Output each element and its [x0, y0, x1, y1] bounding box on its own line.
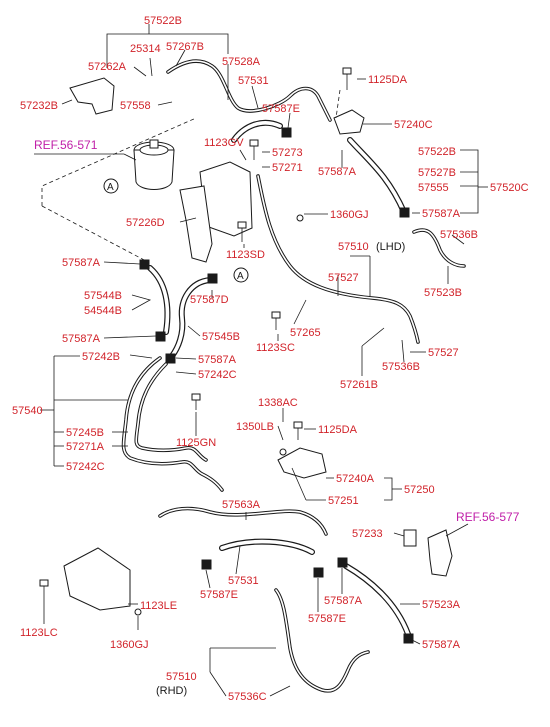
part-label-1350lb: 1350LB — [236, 421, 274, 433]
part-label-57587a-r1: 57587A — [318, 166, 357, 178]
part-label-57587a-l2: 57587A — [62, 333, 101, 345]
leader-lines — [40, 24, 488, 697]
part-label-57271a: 57271A — [66, 441, 105, 453]
part-label-57527-right: 57527 — [428, 347, 459, 359]
reference-56-577[interactable]: REF.56-577 — [456, 510, 520, 524]
clip-57233 — [403, 529, 417, 547]
part-label-57242c-a: 57242C — [198, 369, 237, 381]
part-label-57240c: 57240C — [394, 119, 433, 131]
part-label-1125gn: 1125GN — [176, 437, 216, 449]
part-label-57523b: 57523B — [424, 287, 462, 299]
pump-bracket-lower — [179, 185, 213, 263]
heat-shield — [63, 547, 131, 611]
part-label-57536b-mid: 57536B — [382, 361, 420, 373]
part-label-57544b: 57544B — [84, 290, 122, 302]
part-label-57555: 57555 — [418, 182, 449, 194]
variant-tag-lhd: (LHD) — [376, 241, 405, 253]
part-label-1123gv: 1123GV — [204, 137, 244, 149]
part-label-57267b: 57267B — [166, 41, 204, 53]
part-label-57587d: 57587D — [190, 294, 229, 306]
part-label-1125da-mid: 1125DA — [318, 424, 358, 436]
part-label-57510-rhd: 57510 — [166, 671, 197, 683]
part-label-57540: 57540 — [12, 405, 43, 417]
clamp-57587e-top — [281, 127, 292, 138]
part-label-57523a: 57523A — [422, 599, 461, 611]
clamp-57587a-l2 — [155, 331, 166, 342]
reference-56-571[interactable]: REF.56-571 — [34, 138, 98, 152]
part-label-1125da-top: 1125DA — [368, 74, 408, 86]
clamp-57587e-b1 — [201, 559, 212, 570]
part-label-1360gj-top: 1360GJ — [330, 209, 369, 221]
bracket-57240a — [277, 447, 327, 479]
components: A A — [39, 67, 453, 644]
part-label-57273: 57273 — [272, 147, 303, 159]
part-label-57245b: 57245B — [66, 427, 104, 439]
svg-text:A: A — [107, 182, 114, 193]
part-label-57242b: 57242B — [82, 351, 120, 363]
part-label-57226d: 57226D — [126, 217, 165, 229]
part-label-57545b: 57545B — [202, 331, 240, 343]
part-label-57587a-l1: 57587A — [62, 257, 101, 269]
part-label-57265: 57265 — [290, 327, 321, 339]
callout-a-left: A — [103, 178, 119, 194]
part-label-1123lc: 1123LC — [20, 627, 58, 639]
part-label-57587e-b1: 57587E — [200, 589, 238, 601]
part-label-57242c-b: 57242C — [66, 461, 105, 473]
dashed-guides — [41, 89, 341, 263]
part-label-57522b-right: 57522B — [418, 146, 456, 158]
part-label-57510-lhd: 57510 — [338, 241, 369, 253]
clamp-57587a-b1 — [337, 557, 348, 568]
pressure-line-57510-lhd — [256, 174, 420, 344]
part-label-57531-top: 57531 — [238, 75, 269, 87]
part-label-57527b: 57527B — [418, 167, 456, 179]
part-label-57536b-top: 57536B — [440, 229, 478, 241]
part-labels: 57522B 25314 57267B 57262A 57528A 57232B… — [12, 15, 529, 703]
part-label-57531-bottom: 57531 — [228, 575, 259, 587]
part-label-57536c: 57536C — [228, 691, 267, 703]
part-label-57250: 57250 — [404, 484, 435, 496]
reservoir — [133, 139, 175, 190]
part-label-57522b-top: 57522B — [144, 15, 182, 27]
part-label-1123sd: 1123SD — [226, 249, 265, 261]
part-label-57563a: 57563A — [222, 499, 261, 511]
part-label-57587a-l3: 57587A — [198, 354, 237, 366]
part-label-57528a: 57528A — [222, 56, 261, 68]
part-label-57271: 57271 — [272, 162, 303, 174]
part-label-57558: 57558 — [120, 100, 151, 112]
part-label-57251: 57251 — [328, 495, 359, 507]
bolts — [39, 67, 352, 616]
part-label-57520c: 57520C — [490, 182, 529, 194]
part-label-1123le: 1123LE — [140, 600, 177, 612]
clamp-57587a-l3 — [165, 353, 176, 364]
part-label-57587a-b2: 57587A — [422, 639, 461, 651]
variant-tag-rhd: (RHD) — [156, 685, 187, 697]
part-label-57527-mid: 57527 — [328, 272, 359, 284]
callout-a-right: A — [233, 267, 249, 283]
part-label-57587a-r2: 57587A — [422, 208, 461, 220]
svg-text:A: A — [237, 271, 244, 282]
part-label-57587a-b1: 57587A — [324, 595, 363, 607]
bracket-57240c — [333, 109, 365, 135]
part-label-25314: 25314 — [130, 43, 161, 55]
bracket-ref-56-577 — [427, 529, 453, 577]
part-label-1123sc: 1123SC — [256, 342, 295, 354]
part-label-57240a: 57240A — [336, 473, 375, 485]
clamp-57587a-r — [399, 207, 410, 218]
bracket-57232b — [69, 77, 115, 115]
clamp-57587a-b2 — [403, 633, 414, 644]
part-label-57261b: 57261B — [340, 379, 378, 391]
part-label-57233: 57233 — [352, 528, 383, 540]
clamp-57587e-b2 — [313, 567, 324, 578]
part-label-1360gj-bottom: 1360GJ — [110, 639, 149, 651]
part-label-54544b: 54544B — [84, 305, 122, 317]
clamp-57587a-l1 — [139, 259, 150, 270]
hose-lines — [121, 59, 466, 693]
part-label-57262a: 57262A — [88, 61, 127, 73]
part-label-57587e-b2: 57587E — [308, 613, 346, 625]
part-label-1338ac: 1338AC — [258, 397, 298, 409]
part-label-57587e-top: 57587E — [262, 103, 300, 115]
clamp-57587d — [207, 273, 218, 284]
part-label-57232b: 57232B — [20, 100, 58, 112]
